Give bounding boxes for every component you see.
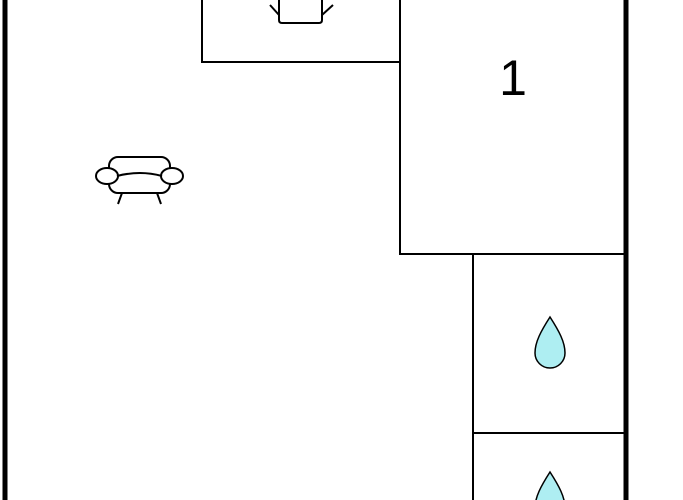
armchair-icon <box>95 156 184 205</box>
room-1-walls <box>399 0 626 255</box>
chair-icon <box>269 0 334 24</box>
water-drop-icon <box>535 470 565 500</box>
water-drop-icon <box>534 315 566 369</box>
small-room-walls <box>201 0 400 63</box>
room-1-label: 1 <box>499 50 527 106</box>
